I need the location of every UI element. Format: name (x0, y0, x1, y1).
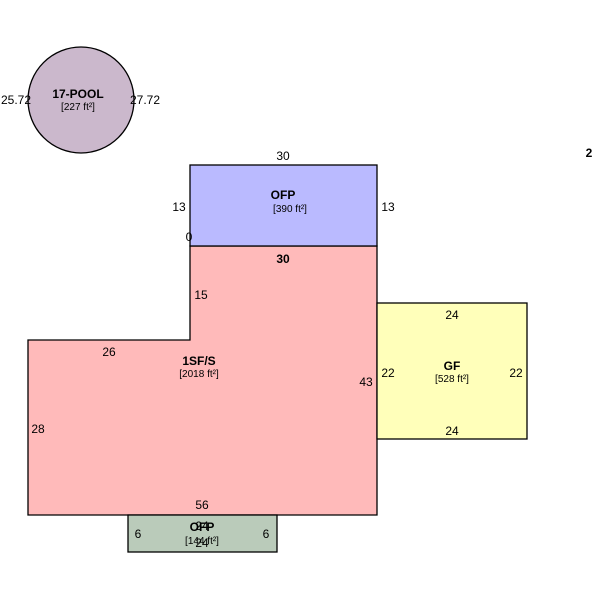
ofp-bottom-area: [144 ft²] (185, 536, 219, 547)
main-living-section: 1SF/S [2018 ft²] 15 26 28 43 56 (27, 245, 378, 516)
page-number: 2 (586, 146, 593, 160)
ofp-top-dim-bottom: 30 (276, 252, 290, 266)
garage-dim-right: 22 (509, 366, 523, 380)
main-name: 1SF/S (182, 354, 215, 368)
pool-area: [227 ft²] (61, 102, 95, 113)
ofp-bottom-dim-left: 6 (135, 527, 142, 541)
pool-section: 17-POOL [227 ft²] 25.72 27.72 (1, 46, 160, 154)
ofp-top-name: OFP (271, 188, 296, 202)
garage-area: [528 ft²] (435, 374, 469, 385)
pool-dim-right: 27.72 (130, 93, 160, 107)
main-living-shape (27, 245, 378, 516)
main-dim-left: 28 (31, 422, 45, 436)
main-dim-right: 43 (359, 375, 373, 389)
garage-name: GF (444, 359, 461, 373)
ofp-top-dim-right: 13 (381, 200, 395, 214)
ofp-top-dim-left: 13 (172, 200, 186, 214)
ofp-top-dim-top: 30 (276, 149, 290, 163)
main-dim-step-horizontal: 26 (102, 345, 116, 359)
pool-name: 17-POOL (52, 87, 103, 101)
ofp-top-area: [390 ft²] (273, 204, 307, 215)
ofp-top-dim-zero: 0 (186, 230, 193, 244)
main-dim-bottom: 56 (195, 498, 209, 512)
garage-dim-bottom: 24 (445, 424, 459, 438)
ofp-bottom-dim-bottom: 24 (195, 536, 209, 550)
ofp-bottom-dim-right: 6 (263, 527, 270, 541)
main-area: [2018 ft²] (179, 369, 219, 380)
ofp-top-shape (189, 164, 378, 247)
garage-shape (376, 302, 528, 440)
garage-section: GF [528 ft²] 24 22 22 24 (376, 302, 528, 440)
ofp-bottom-name: OFP (190, 520, 215, 534)
ofp-bottom-section: OFP [144 ft²] 24 6 6 24 (127, 514, 278, 553)
ofp-bottom-dim-top: 24 (195, 519, 209, 533)
garage-dim-top: 24 (445, 308, 459, 322)
garage-dim-left: 22 (381, 366, 395, 380)
pool-circle (27, 46, 135, 154)
main-dim-step-vertical: 15 (194, 288, 208, 302)
ofp-top-section: OFP [390 ft²] 30 13 13 30 0 (172, 149, 395, 266)
pool-dim-left: 25.72 (1, 93, 31, 107)
ofp-bottom-shape (127, 514, 278, 553)
